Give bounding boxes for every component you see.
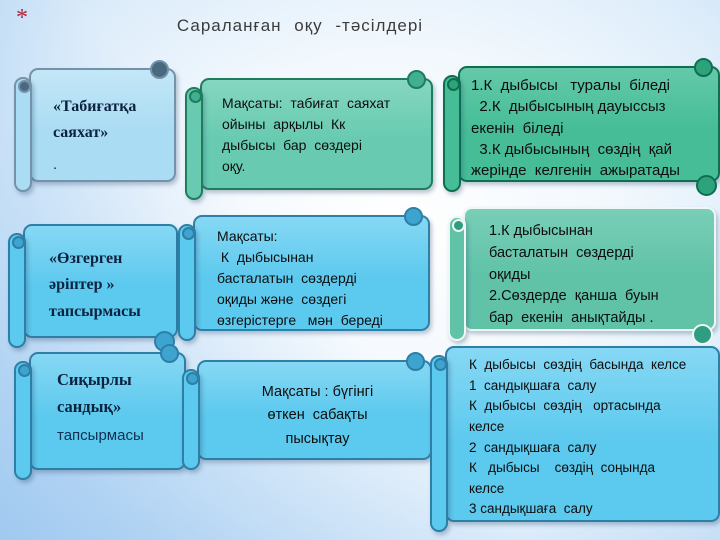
card-subtitle: . (53, 155, 58, 173)
card-text: 1.К дыбысынан басталатын сөздерді оқиды … (489, 223, 659, 326)
scroll-roll (185, 87, 203, 200)
scroll-curl-icon (18, 364, 31, 377)
card-title: Сиқырлы сандық» (57, 370, 132, 417)
scroll-curl-icon (407, 70, 426, 89)
card-outcomes-sound-k: 1.К дыбысы туралы біледі 2.К дыбысының д… (443, 58, 720, 196)
scroll-roll (182, 369, 200, 470)
card-outcomes-reading-syllables: 1.К дыбысынан басталатын сөздерді оқиды … (448, 203, 716, 345)
scroll-curl-icon (447, 78, 460, 91)
scroll-roll (8, 233, 26, 348)
card-text: К дыбысы сөздің басында келсе 1 сандықша… (469, 357, 687, 517)
card-subtitle: тапсырмасы (57, 427, 144, 445)
card-goal-review-lesson: Мақсаты : бүгінгі өткен сабақты пысықтау (182, 352, 432, 470)
scroll-curl-icon (12, 236, 25, 249)
scroll-curl-icon (404, 207, 423, 226)
scroll-curl-icon (406, 352, 425, 371)
card-magic-chest-task: Сиқырлы сандық» тапсырмасы (14, 344, 186, 480)
scroll-curl-icon (18, 80, 31, 93)
scroll-roll (448, 216, 466, 341)
scroll-roll (443, 75, 461, 192)
scroll-curl-icon (694, 58, 713, 77)
card-title: «Өзгерген әріптер » тапсырмасы (49, 250, 141, 320)
card-chest-sorting-rules: К дыбысы сөздің басында келсе 1 сандықша… (430, 342, 720, 532)
card-text: Мақсаты : бүгінгі өткен сабақты пысықтау (261, 384, 374, 447)
card-goal-nature-game: Мақсаты: табиғат саяхат ойыны арқылы Кк … (185, 70, 433, 200)
slide-bullet-marker: * (16, 5, 28, 31)
scroll-curl-icon (150, 60, 169, 79)
scroll-curl-icon (452, 219, 465, 232)
scroll-curl-icon (182, 227, 195, 240)
scroll-curl-icon (434, 358, 447, 371)
card-text: 1.К дыбысы туралы біледі 2.К дыбысының д… (471, 77, 680, 180)
scroll-roll (430, 355, 448, 532)
scroll-curl-icon (696, 175, 717, 196)
scroll-roll (178, 224, 196, 341)
scroll-curl-icon (189, 90, 202, 103)
card-text: Мақсаты: К дыбысынан басталатын сөздерді… (217, 228, 383, 328)
slide-title: Сараланған оқу -тәсілдері (176, 16, 424, 35)
scroll-curl-icon (160, 344, 179, 363)
scroll-roll (14, 361, 32, 480)
card-text: Мақсаты: табиғат саяхат ойыны арқылы Кк … (222, 95, 391, 174)
scroll-roll (14, 77, 32, 192)
card-title: «Табиғатқа саяхат» (53, 98, 137, 142)
scroll-curl-icon (186, 372, 199, 385)
card-changed-letters-task: «Өзгерген әріптер » тапсырмасы (8, 220, 178, 352)
scroll-curl-icon (692, 324, 713, 345)
card-goal-words-k: Мақсаты: К дыбысынан басталатын сөздерді… (178, 207, 430, 341)
card-nature-trip: «Табиғатқа саяхат» . (14, 60, 176, 192)
